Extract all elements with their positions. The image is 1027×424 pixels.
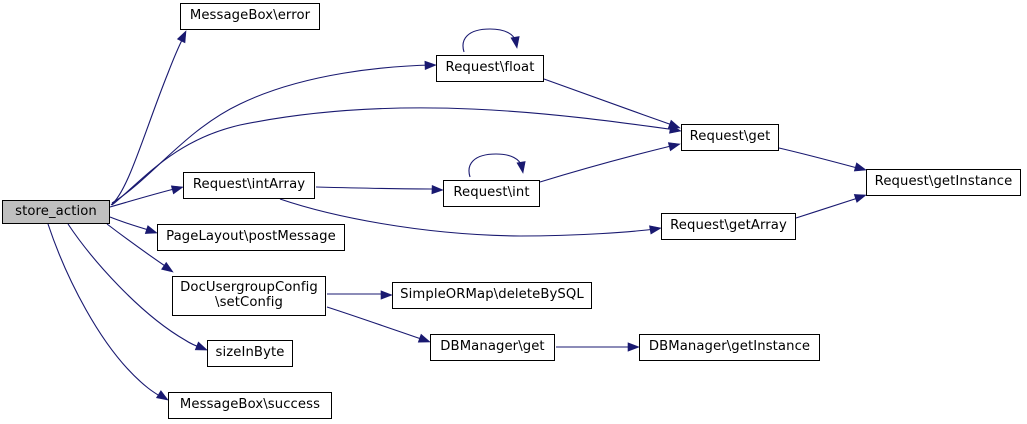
node-request_get[interactable]: Request\get [681, 124, 779, 151]
node-request_intarray[interactable]: Request\intArray [183, 172, 315, 199]
node-sizeinbyte[interactable]: sizeInByte [207, 340, 293, 367]
node-label: Request\get [689, 129, 771, 145]
node-label: PageLayout\postMessage [166, 229, 336, 245]
node-messagebox_error[interactable]: MessageBox\error [180, 3, 320, 30]
node-docusergroupconfig[interactable]: DocUsergroupConfig \setConfig [172, 276, 326, 316]
node-label: SimpleORMap\deleteBySQL [400, 287, 584, 303]
edge-request_intarray-to-request_getarray [279, 198, 662, 237]
edge-store_action-to-docusergroupconfig [106, 223, 174, 273]
edge-request_float-to-request_float_self [462, 28, 520, 53]
node-request_getarray[interactable]: Request\getArray [661, 213, 796, 240]
edge-request_intarray-to-request_int [315, 184, 444, 195]
node-messagebox_success[interactable]: MessageBox\success [168, 392, 332, 419]
edge-store_action-to-pagelayout_postmessage [109, 216, 158, 234]
node-simpleormap_deletebysql[interactable]: SimpleORMap\deleteBySQL [392, 282, 592, 309]
node-request_float[interactable]: Request\float [436, 55, 544, 82]
edge-dbmanager_get-to-dbmanager_getinstance [555, 342, 640, 352]
edge-docusergroupconfig-to-dbmanager_get [326, 306, 431, 343]
node-label: DocUsergroupConfig \setConfig [180, 280, 318, 310]
node-request_getinstance[interactable]: Request\getInstance [866, 169, 1021, 196]
node-pagelayout_postmessage[interactable]: PageLayout\postMessage [157, 224, 345, 251]
node-dbmanager_getinstance[interactable]: DBManager\getInstance [639, 334, 820, 361]
node-dbmanager_get[interactable]: DBManager\get [430, 334, 555, 361]
edge-request_int-to-request_get [539, 142, 681, 183]
edge-store_action-to-sizeinbyte [67, 223, 208, 351]
node-label: store_action [15, 203, 97, 219]
edge-request_int-to-request_int_self [468, 153, 526, 178]
node-label: Request\int [453, 185, 530, 201]
edge-store_action-to-request_float [111, 60, 437, 204]
edge-store_action-to-messagebox_success [47, 223, 169, 401]
node-label: DBManager\get [440, 339, 545, 355]
node-label: sizeInByte [215, 345, 285, 361]
node-label: Request\getInstance [874, 174, 1013, 190]
node-label: DBManager\getInstance [648, 339, 811, 355]
node-label: Request\float [445, 60, 535, 76]
node-label: MessageBox\success [179, 397, 321, 413]
node-store_action[interactable]: store_action [2, 200, 110, 224]
edge-request_getarray-to-request_getinstance [795, 194, 867, 219]
node-label: MessageBox\error [189, 8, 311, 24]
node-label: Request\getArray [670, 218, 787, 234]
edge-request_float-to-request_get [543, 78, 681, 129]
edge-store_action-to-messagebox_error [110, 30, 187, 206]
edge-request_get-to-request_getinstance [778, 147, 867, 172]
edge-docusergroupconfig-to-simpleormap_deletebysql [326, 290, 393, 300]
edge-store_action-to-request_intarray [109, 185, 184, 208]
node-request_int[interactable]: Request\int [443, 180, 540, 207]
node-label: Request\intArray [192, 177, 306, 193]
